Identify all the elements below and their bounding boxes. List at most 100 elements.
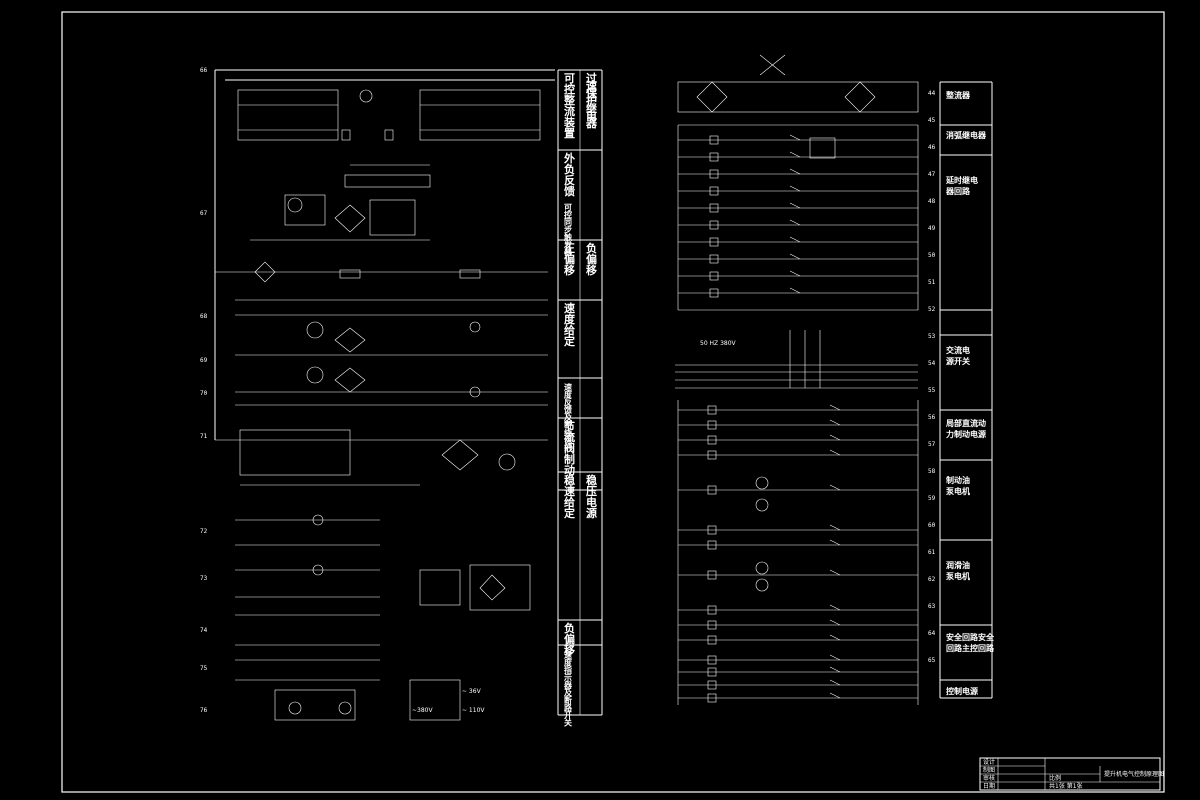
left-section-label-char: 速	[586, 79, 597, 93]
left-section-label-char: 稳	[564, 473, 575, 487]
right-row-numbers: 4445464748495051525354555657585960616263…	[928, 90, 936, 664]
left-section-label-char: 速	[564, 484, 575, 498]
transformer-label-2: ~380V	[412, 707, 433, 714]
ladder-coil	[707, 485, 717, 495]
ladder-contact	[829, 634, 841, 641]
left-section-label-char: 阀	[564, 441, 575, 455]
left-section-label-char: 开	[564, 711, 572, 720]
left-section-label-char: 可	[564, 72, 575, 85]
right-row-number: 59	[928, 495, 936, 502]
left-section-label-char: 继	[586, 101, 597, 115]
left-section-label-char: 速	[564, 382, 572, 392]
left-section-label-char: 度	[564, 658, 573, 668]
left-section-label-char: 给	[564, 323, 575, 337]
left-section-label-char: 指	[564, 665, 572, 675]
ladder-contact	[829, 419, 841, 426]
right-section-label: 安全回路安全	[946, 632, 995, 642]
transformer-label-1: ~ 110V	[462, 707, 485, 714]
relay-contact	[789, 253, 801, 260]
relay-contact	[789, 287, 801, 294]
relay-contact	[789, 134, 801, 141]
left-section-label-char: 触	[564, 232, 572, 242]
left-section-label-char: 偏	[564, 252, 575, 266]
left-row-number: 70	[200, 390, 208, 397]
title-block-row-3: 日期	[983, 782, 995, 790]
relay-contact	[789, 168, 801, 175]
right-row-number: 58	[928, 468, 936, 475]
left-section-label-char: 移	[586, 263, 597, 277]
relay-coil	[709, 135, 719, 145]
right-row-number: 47	[928, 171, 936, 178]
left-section-label-char: 器	[563, 248, 573, 257]
left-row-number: 68	[200, 313, 208, 320]
right-label-column	[939, 81, 993, 699]
right-section-label: 力制动电源	[946, 429, 986, 439]
relay-contact	[789, 270, 801, 277]
relay-coil	[709, 271, 719, 281]
left-section-label-char: 电	[586, 109, 597, 123]
right-row-number: 50	[928, 252, 936, 259]
left-section-label-char: 负	[564, 621, 575, 635]
right-row-number: 63	[928, 603, 936, 610]
ladder-contact	[829, 619, 841, 626]
right-section-label: 泵电机	[946, 571, 970, 581]
left-section-label-char: 压	[586, 484, 597, 498]
right-section-label: 润滑油	[946, 560, 970, 570]
left-section-label-char: 装	[563, 115, 575, 129]
left-section-label-char: 控	[564, 210, 572, 220]
relay-contact	[789, 219, 801, 226]
relay-coil	[709, 237, 719, 247]
ladder-coil	[707, 655, 717, 665]
right-section-label: 交流电	[946, 345, 970, 355]
right-row-number: 48	[928, 198, 936, 205]
ladder-contact	[829, 604, 841, 611]
relay-coil	[709, 254, 719, 264]
relay-coil	[709, 186, 719, 196]
right-row-number: 61	[928, 549, 936, 556]
ladder-coil	[707, 635, 717, 645]
ladder-contact	[829, 666, 841, 673]
left-section-label-char: 护	[586, 94, 597, 108]
ladder-coil	[707, 525, 717, 535]
right-row-number: 53	[928, 333, 936, 340]
left-section-label-char: 偏	[586, 252, 597, 266]
left-section-label-char: 断	[564, 695, 572, 705]
left-section-label-char: 源	[586, 506, 597, 520]
ladder-contact	[829, 484, 841, 491]
ladder-contact	[829, 434, 841, 441]
left-row-number: 76	[200, 707, 208, 714]
ladder-contact	[829, 539, 841, 546]
left-section-label-char: 保	[585, 86, 598, 100]
left-section-label-char: 馈	[563, 405, 572, 415]
right-section-label: 整流器	[945, 90, 971, 100]
left-section-label-char: 定	[564, 334, 575, 348]
left-section-label-char: 整	[563, 93, 575, 107]
right-section-label: 源开关	[946, 356, 970, 366]
left-section-label-char: 度	[564, 312, 576, 326]
left-section-label-char: 负	[564, 162, 575, 176]
ladder-coil	[707, 620, 717, 630]
right-row-number: 64	[928, 630, 936, 637]
ladder-coil	[707, 680, 717, 690]
left-section-label-char: 器	[563, 681, 573, 690]
relay-coil	[709, 220, 719, 230]
right-section-label: 器回路	[945, 186, 971, 196]
left-section-label-char: 偏	[564, 632, 575, 646]
ladder-coil	[707, 405, 717, 415]
supply-label: 50 HZ 380V	[700, 340, 737, 347]
ladder-coil	[707, 570, 717, 580]
outer-frame	[61, 11, 1165, 793]
left-section-label-char: 制	[564, 452, 575, 466]
left-section-label-char: 护	[564, 442, 572, 452]
left-section-label-char: 馈	[564, 184, 575, 198]
relay-contact	[789, 236, 801, 243]
left-section-label-char: 示	[563, 674, 572, 683]
left-section-label-char: 定	[564, 506, 575, 520]
ladder-contact	[829, 654, 841, 661]
relay-contact	[789, 151, 801, 158]
transformer-label-0: ~ 36V	[462, 688, 482, 695]
left-section-label-char: 节	[564, 419, 575, 433]
left-row-number: 75	[200, 665, 208, 672]
